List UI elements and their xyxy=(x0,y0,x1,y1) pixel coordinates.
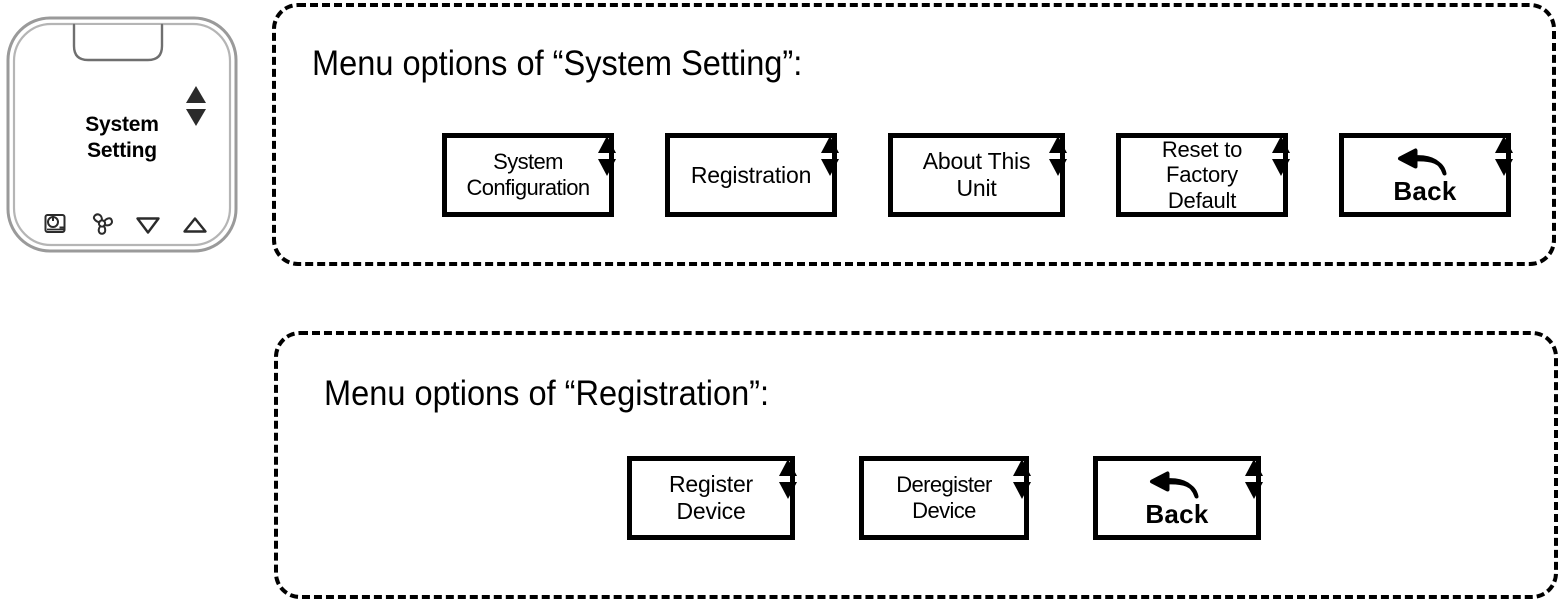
menu-option-deregister-device[interactable]: Deregister Device xyxy=(859,456,1031,540)
device-screen-line-2: Setting xyxy=(87,138,157,162)
menu-option-label: Deregister Device xyxy=(896,472,992,523)
back-arrow-icon xyxy=(1397,148,1447,175)
menu-option-label: System Configuration xyxy=(466,149,590,200)
up-down-arrows-icon[interactable] xyxy=(777,458,799,500)
up-down-arrows-icon xyxy=(186,86,206,126)
power-schedule-icon xyxy=(44,214,66,233)
menu-option-label: Register Device xyxy=(668,471,754,524)
menu-option-label: About This Unit xyxy=(922,148,1031,201)
heating-icon xyxy=(183,217,207,233)
menu-option-system-configuration[interactable]: System Configuration xyxy=(442,133,616,217)
panel-registration: Menu options of “Registration”: Register… xyxy=(274,331,1558,599)
panel-title-registration: Menu options of “Registration”: xyxy=(324,374,770,413)
device-outline xyxy=(6,16,238,253)
menu-option-label: Registration xyxy=(690,161,812,188)
fan-icon xyxy=(92,213,113,235)
menu-option-registration[interactable]: Registration xyxy=(665,133,839,217)
menu-option-label: Reset to Factory Default xyxy=(1161,136,1243,213)
menu-options-row-registration: Register Device Deregister Device Back xyxy=(627,456,1263,540)
menu-option-about-this-unit[interactable]: About This Unit xyxy=(888,133,1067,217)
menu-options-row-system-setting: System Configuration Registration About … xyxy=(442,133,1513,217)
up-down-arrows-icon[interactable] xyxy=(1493,135,1515,177)
device-screen-line-1: System xyxy=(85,113,159,136)
cooling-icon xyxy=(136,217,161,234)
device-status-icon-row xyxy=(40,206,210,240)
up-down-arrows-icon[interactable] xyxy=(1243,458,1265,500)
thermostat-device: System Setting xyxy=(4,12,240,257)
menu-option-label: Back xyxy=(1393,175,1457,206)
panel-system-setting: Menu options of “System Setting”: System… xyxy=(272,3,1556,266)
up-down-arrows-icon[interactable] xyxy=(1270,135,1292,177)
up-down-arrows-icon[interactable] xyxy=(596,135,618,177)
menu-option-reset-to-factory-default[interactable]: Reset to Factory Default xyxy=(1116,133,1290,217)
menu-option-back[interactable]: Back xyxy=(1093,456,1263,540)
up-down-arrows-icon[interactable] xyxy=(1047,135,1069,177)
up-down-arrows-icon[interactable] xyxy=(819,135,841,177)
menu-option-label: Back xyxy=(1145,498,1209,529)
up-down-arrows-icon[interactable] xyxy=(1011,458,1033,500)
back-arrow-icon xyxy=(1149,471,1199,498)
panel-title-system-setting: Menu options of “System Setting”: xyxy=(312,44,803,83)
device-screen-label: System Setting xyxy=(4,112,240,163)
menu-option-back[interactable]: Back xyxy=(1339,133,1513,217)
menu-option-register-device[interactable]: Register Device xyxy=(627,456,797,540)
